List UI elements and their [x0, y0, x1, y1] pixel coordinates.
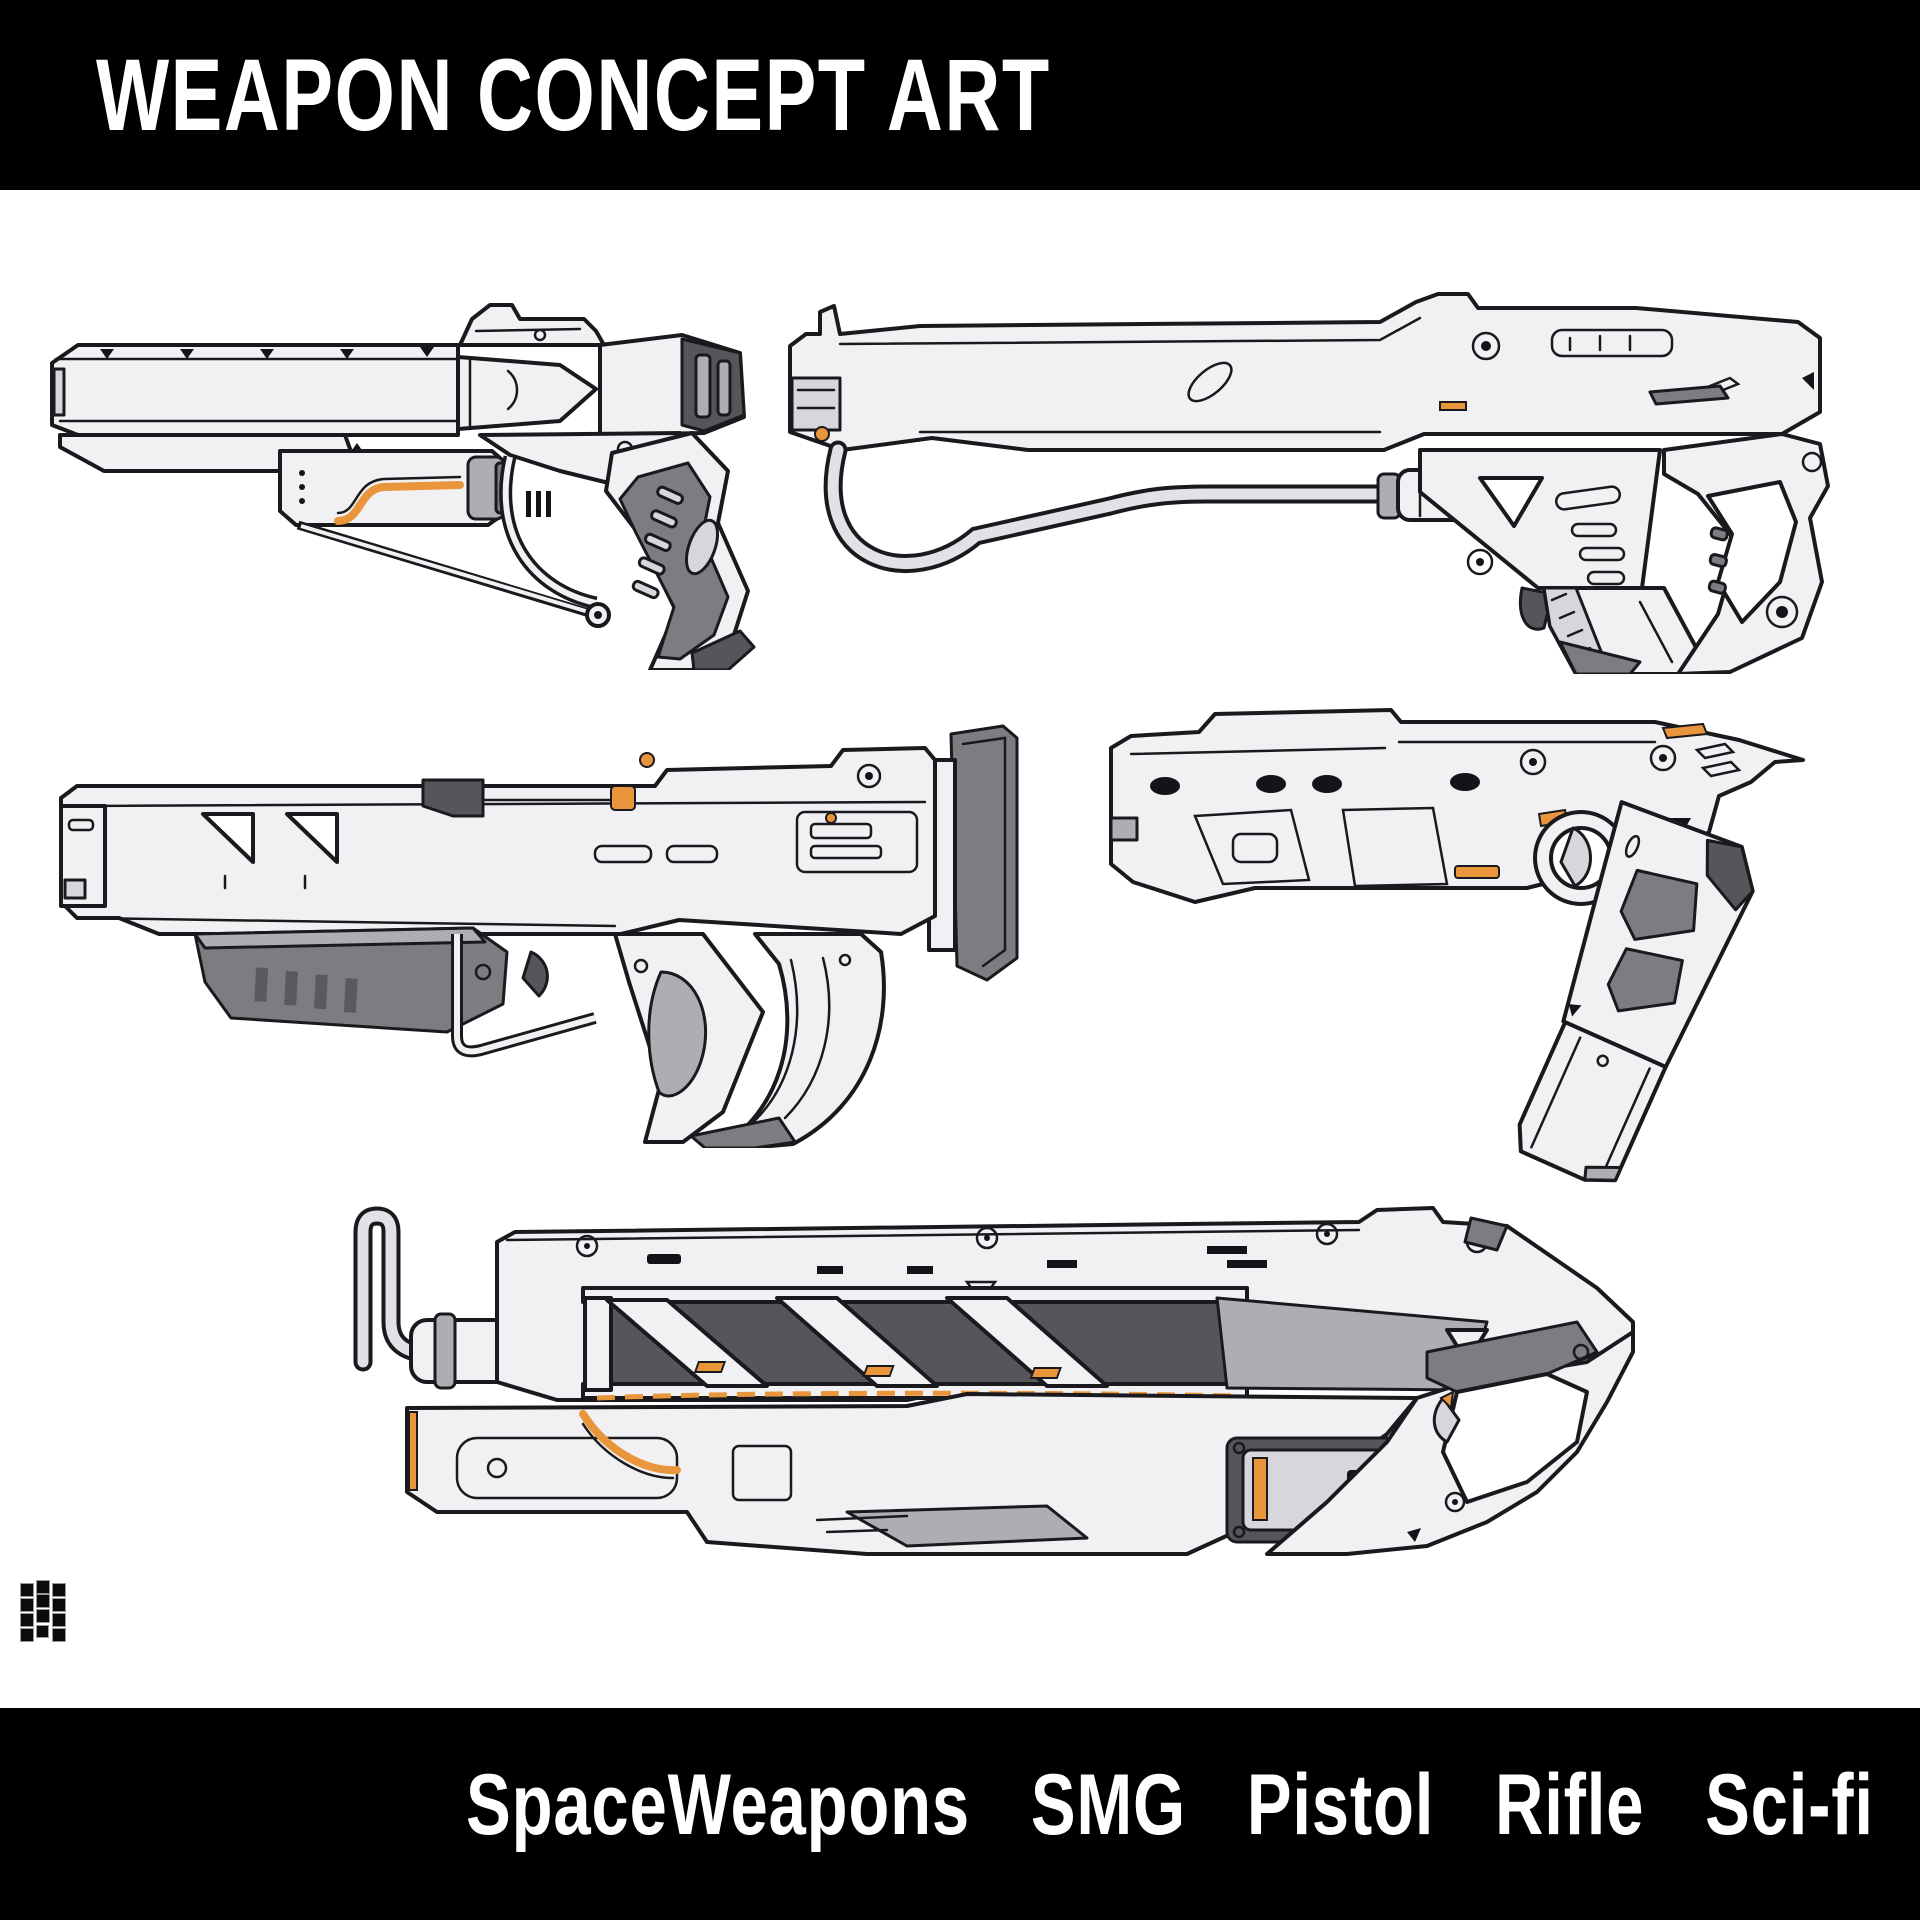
smg-magazine: [689, 932, 886, 1148]
tag-scifi: Sci-fi: [1705, 1757, 1874, 1853]
smg-receiver: [59, 746, 937, 936]
pistol-under-barrel-module: [278, 449, 551, 527]
machine-pistol-magazine: [1517, 1020, 1668, 1183]
machine-pistol-grip: [1517, 800, 1755, 1183]
pistol-trigger-guard: [296, 455, 611, 628]
bullpup-grip: [1662, 432, 1830, 674]
tag-pistol: Pistol: [1247, 1757, 1435, 1853]
rifle-lower-body: [405, 1392, 1419, 1556]
pistol-grip: [604, 431, 756, 670]
smg-stock-plate: [927, 724, 1019, 982]
tag-rifle: Rifle: [1495, 1757, 1645, 1853]
weapon-long-barrel-pistol: [50, 303, 756, 670]
tag-row: SpaceWeapons SMG Pistol Rifle Sci-fi: [466, 1756, 1874, 1855]
weapon-machine-pistol: [1109, 708, 1805, 1183]
grid-mark-logo: [20, 1580, 66, 1642]
weapon-smg-curved-magazine: [59, 724, 1019, 1148]
bullpup-receiver: [788, 292, 1822, 452]
smg-foregrip: [193, 926, 509, 1034]
smg-trigger: [521, 950, 549, 998]
bottom-tag-bar: SpaceWeapons SMG Pistol Rifle Sci-fi: [0, 1708, 1920, 1920]
smg-grip: [613, 932, 765, 1144]
weapon-heavy-rifle: [353, 1206, 1635, 1556]
tag-smg: SMG: [1031, 1757, 1187, 1853]
top-title-bar: WEAPON CONCEPT ART: [0, 0, 1920, 190]
poster-title: WEAPON CONCEPT ART: [96, 37, 1051, 152]
machine-pistol-trigger: [1559, 826, 1592, 888]
tag-spaceweapons: SpaceWeapons: [466, 1757, 971, 1853]
pistol-sight: [458, 303, 606, 347]
rifle-trigger: [1432, 1396, 1461, 1444]
rifle-truss-frame: [581, 1286, 1489, 1401]
rifle-grip-loop: [1265, 1320, 1635, 1556]
smg-trigger-guard: [451, 934, 597, 1058]
weapon-bullpup-smg: [788, 292, 1830, 674]
bullpup-magazine: [1542, 586, 1708, 674]
